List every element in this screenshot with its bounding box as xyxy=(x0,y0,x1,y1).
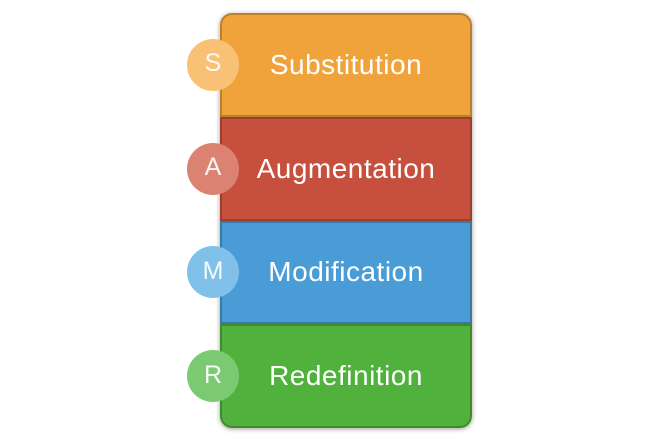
augmentation-letter-badge: A xyxy=(187,142,239,195)
substitution-letter-badge: S xyxy=(187,38,239,91)
redefinition-letter: R xyxy=(203,360,223,389)
redefinition-letter-badge: R xyxy=(187,350,239,403)
augmentation-letter: A xyxy=(204,153,222,182)
substitution-letter: S xyxy=(204,49,222,78)
redefinition-label: Redefinition xyxy=(269,360,423,392)
samr-model-diagram: S Substitution A Augmentation M Modifica… xyxy=(187,13,472,428)
level-row-modification: M Modification xyxy=(187,220,472,325)
level-row-augmentation: A Augmentation xyxy=(187,116,472,221)
modification-label: Modification xyxy=(268,256,424,288)
level-row-redefinition: R Redefinition xyxy=(187,324,472,428)
substitution-label: Substitution xyxy=(269,48,423,80)
modification-letter-badge: M xyxy=(187,246,239,299)
augmentation-label: Augmentation xyxy=(256,152,436,184)
level-row-substitution: S Substitution xyxy=(187,13,472,117)
modification-letter: M xyxy=(202,256,224,285)
